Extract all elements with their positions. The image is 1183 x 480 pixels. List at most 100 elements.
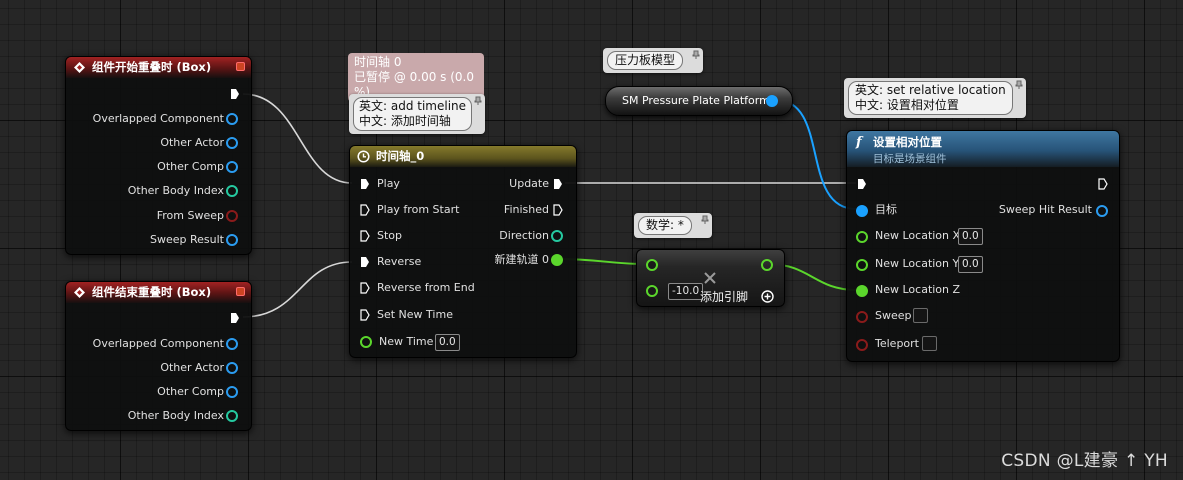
sweep-label: Sweep (875, 309, 912, 322)
timeline-comment-line1: 英文: add timeline (359, 99, 467, 113)
object-pin-icon[interactable] (226, 161, 238, 173)
delegate-pin-icon[interactable] (236, 62, 245, 71)
reverse-pin-label: Reverse (377, 255, 422, 268)
float-out-pin-icon[interactable] (761, 259, 773, 271)
exec-in-pin-icon[interactable] (360, 256, 370, 268)
end-overlap-header[interactable]: 组件结束重叠时 (Box) (66, 282, 251, 303)
timeline-title: 时间轴_0 (376, 149, 425, 163)
pin-label: Other Actor (160, 136, 224, 149)
timeline-status-line1: 时间轴 0 (354, 55, 402, 69)
exec-out-pin-icon[interactable] (230, 88, 240, 100)
timeline-node[interactable]: 时间轴_0 Play Play from Start Stop Reverse … (349, 145, 577, 358)
multiply-node[interactable]: -10.0 添加引脚 (636, 249, 785, 307)
pin-comment-icon[interactable] (692, 50, 700, 60)
exec-out-pin-icon[interactable] (230, 312, 240, 324)
pin-label: Overlapped Component (92, 337, 224, 350)
function-icon: f (856, 135, 862, 150)
end-overlap-event-node[interactable]: 组件结束重叠时 (Box) Overlapped Component Other… (65, 281, 252, 431)
exec-out-pin-icon[interactable] (553, 178, 563, 190)
pressure-plate-comment-text: 压力板模型 (607, 51, 684, 70)
pressure-plate-comment-bubble[interactable]: 压力板模型 (603, 48, 703, 73)
exec-out-pin-icon[interactable] (1098, 178, 1108, 190)
sweep-hit-result-label: Sweep Hit Result (998, 203, 1092, 216)
new-time-pin-label: New Time (379, 335, 434, 348)
stop-pin-label: Stop (377, 229, 403, 242)
teleport-label: Teleport (875, 337, 919, 350)
pin-comment-icon[interactable] (701, 215, 709, 225)
reverse-from-end-pin-label: Reverse from End (377, 281, 475, 294)
object-pin-icon[interactable] (226, 338, 238, 350)
new-location-z-label: New Location Z (875, 283, 961, 296)
timeline-comment-line2: 中文: 添加时间轴 (359, 114, 451, 128)
target-pin-label: 目标 (875, 203, 897, 216)
struct-pin-icon[interactable] (226, 234, 238, 246)
set-location-subtitle: 目标是场景组件 (873, 153, 947, 165)
pin-label: Other Body Index (127, 409, 224, 422)
struct-pin-icon[interactable] (1096, 205, 1108, 217)
bool-pin-icon[interactable] (856, 339, 868, 351)
pin-comment-icon[interactable] (1015, 80, 1023, 90)
begin-overlap-event-node[interactable]: 组件开始重叠时 (Box) Overlapped Component Other… (65, 56, 252, 255)
new-location-x-field[interactable]: 0.0 (958, 228, 983, 245)
target-pin-icon[interactable] (856, 205, 868, 217)
pin-label: Other Comp (157, 385, 224, 398)
begin-overlap-header[interactable]: 组件开始重叠时 (Box) (66, 57, 251, 78)
teleport-checkbox[interactable] (922, 336, 937, 351)
integer-pin-icon[interactable] (226, 410, 238, 422)
pin-label: Sweep Result (150, 233, 224, 246)
exec-in-pin-icon[interactable] (360, 309, 370, 321)
exec-in-pin-icon[interactable] (360, 204, 370, 216)
update-pin-label: Update (509, 177, 549, 190)
multiply-comment-text: 数学: * (638, 216, 692, 235)
sm-node-label: SM Pressure Plate Platform (622, 94, 770, 107)
pin-comment-icon[interactable] (474, 96, 482, 106)
float-pin-icon[interactable] (856, 259, 868, 271)
add-pin-label[interactable]: 添加引脚 (700, 290, 749, 304)
delegate-pin-icon[interactable] (236, 287, 245, 296)
timeline-header[interactable]: 时间轴_0 (350, 146, 576, 167)
float-pin-icon[interactable] (360, 336, 372, 348)
set-location-comment-bubble[interactable]: 英文: set relative location 中文: 设置相对位置 (844, 78, 1026, 118)
timeline-comment-bubble[interactable]: 英文: add timeline 中文: 添加时间轴 (349, 94, 485, 134)
sweep-checkbox[interactable] (913, 308, 928, 323)
multiply-value-field[interactable]: -10.0 (668, 283, 704, 300)
new-time-value-field[interactable]: 0.0 (435, 334, 460, 351)
finished-pin-label: Finished (503, 203, 549, 216)
exec-in-pin-icon[interactable] (857, 178, 867, 190)
float-pin-icon[interactable] (856, 231, 868, 243)
set-location-comment-line1: 英文: set relative location (855, 83, 1006, 97)
bool-pin-icon[interactable] (226, 210, 238, 222)
multiply-comment-bubble[interactable]: 数学: * (634, 213, 712, 238)
enum-pin-icon[interactable] (551, 230, 563, 242)
exec-in-pin-icon[interactable] (360, 282, 370, 294)
bool-pin-icon[interactable] (856, 311, 868, 323)
object-pin-icon[interactable] (226, 137, 238, 149)
object-out-pin-icon[interactable] (766, 95, 778, 107)
set-relative-location-node[interactable]: f 设置相对位置 目标是场景组件 目标 Sweep Hit Result New… (846, 130, 1120, 362)
pin-label: Other Comp (157, 160, 224, 173)
object-pin-icon[interactable] (226, 362, 238, 374)
integer-pin-icon[interactable] (226, 185, 238, 197)
add-pin-icon[interactable] (761, 290, 774, 303)
exec-in-pin-icon[interactable] (360, 178, 370, 190)
exec-in-pin-icon[interactable] (360, 230, 370, 242)
exec-wire-begin-to-play (242, 93, 353, 184)
float-in-pin-icon[interactable] (646, 259, 658, 271)
clock-icon (357, 150, 370, 163)
event-diamond-icon (74, 287, 85, 298)
begin-overlap-title: 组件开始重叠时 (Box) (92, 60, 212, 74)
new-location-y-field[interactable]: 0.0 (958, 256, 983, 273)
object-pin-icon[interactable] (226, 386, 238, 398)
exec-out-pin-icon[interactable] (553, 204, 563, 216)
object-pin-icon[interactable] (226, 113, 238, 125)
float-pin-icon[interactable] (856, 285, 868, 297)
set-location-header[interactable]: f 设置相对位置 目标是场景组件 (847, 131, 1119, 167)
float-in-pin-icon[interactable] (646, 285, 658, 297)
timeline-status-bubble: 时间轴 0 已暂停 @ 0.00 s (0.0 %) (348, 53, 484, 102)
event-diamond-icon (74, 62, 85, 73)
sm-pressure-plate-platform-node[interactable]: SM Pressure Plate Platform (605, 86, 793, 116)
play-pin-label: Play (377, 177, 400, 190)
float-pin-icon[interactable] (551, 254, 563, 266)
multiply-x-icon (704, 272, 716, 284)
pin-label: From Sweep (156, 209, 224, 222)
